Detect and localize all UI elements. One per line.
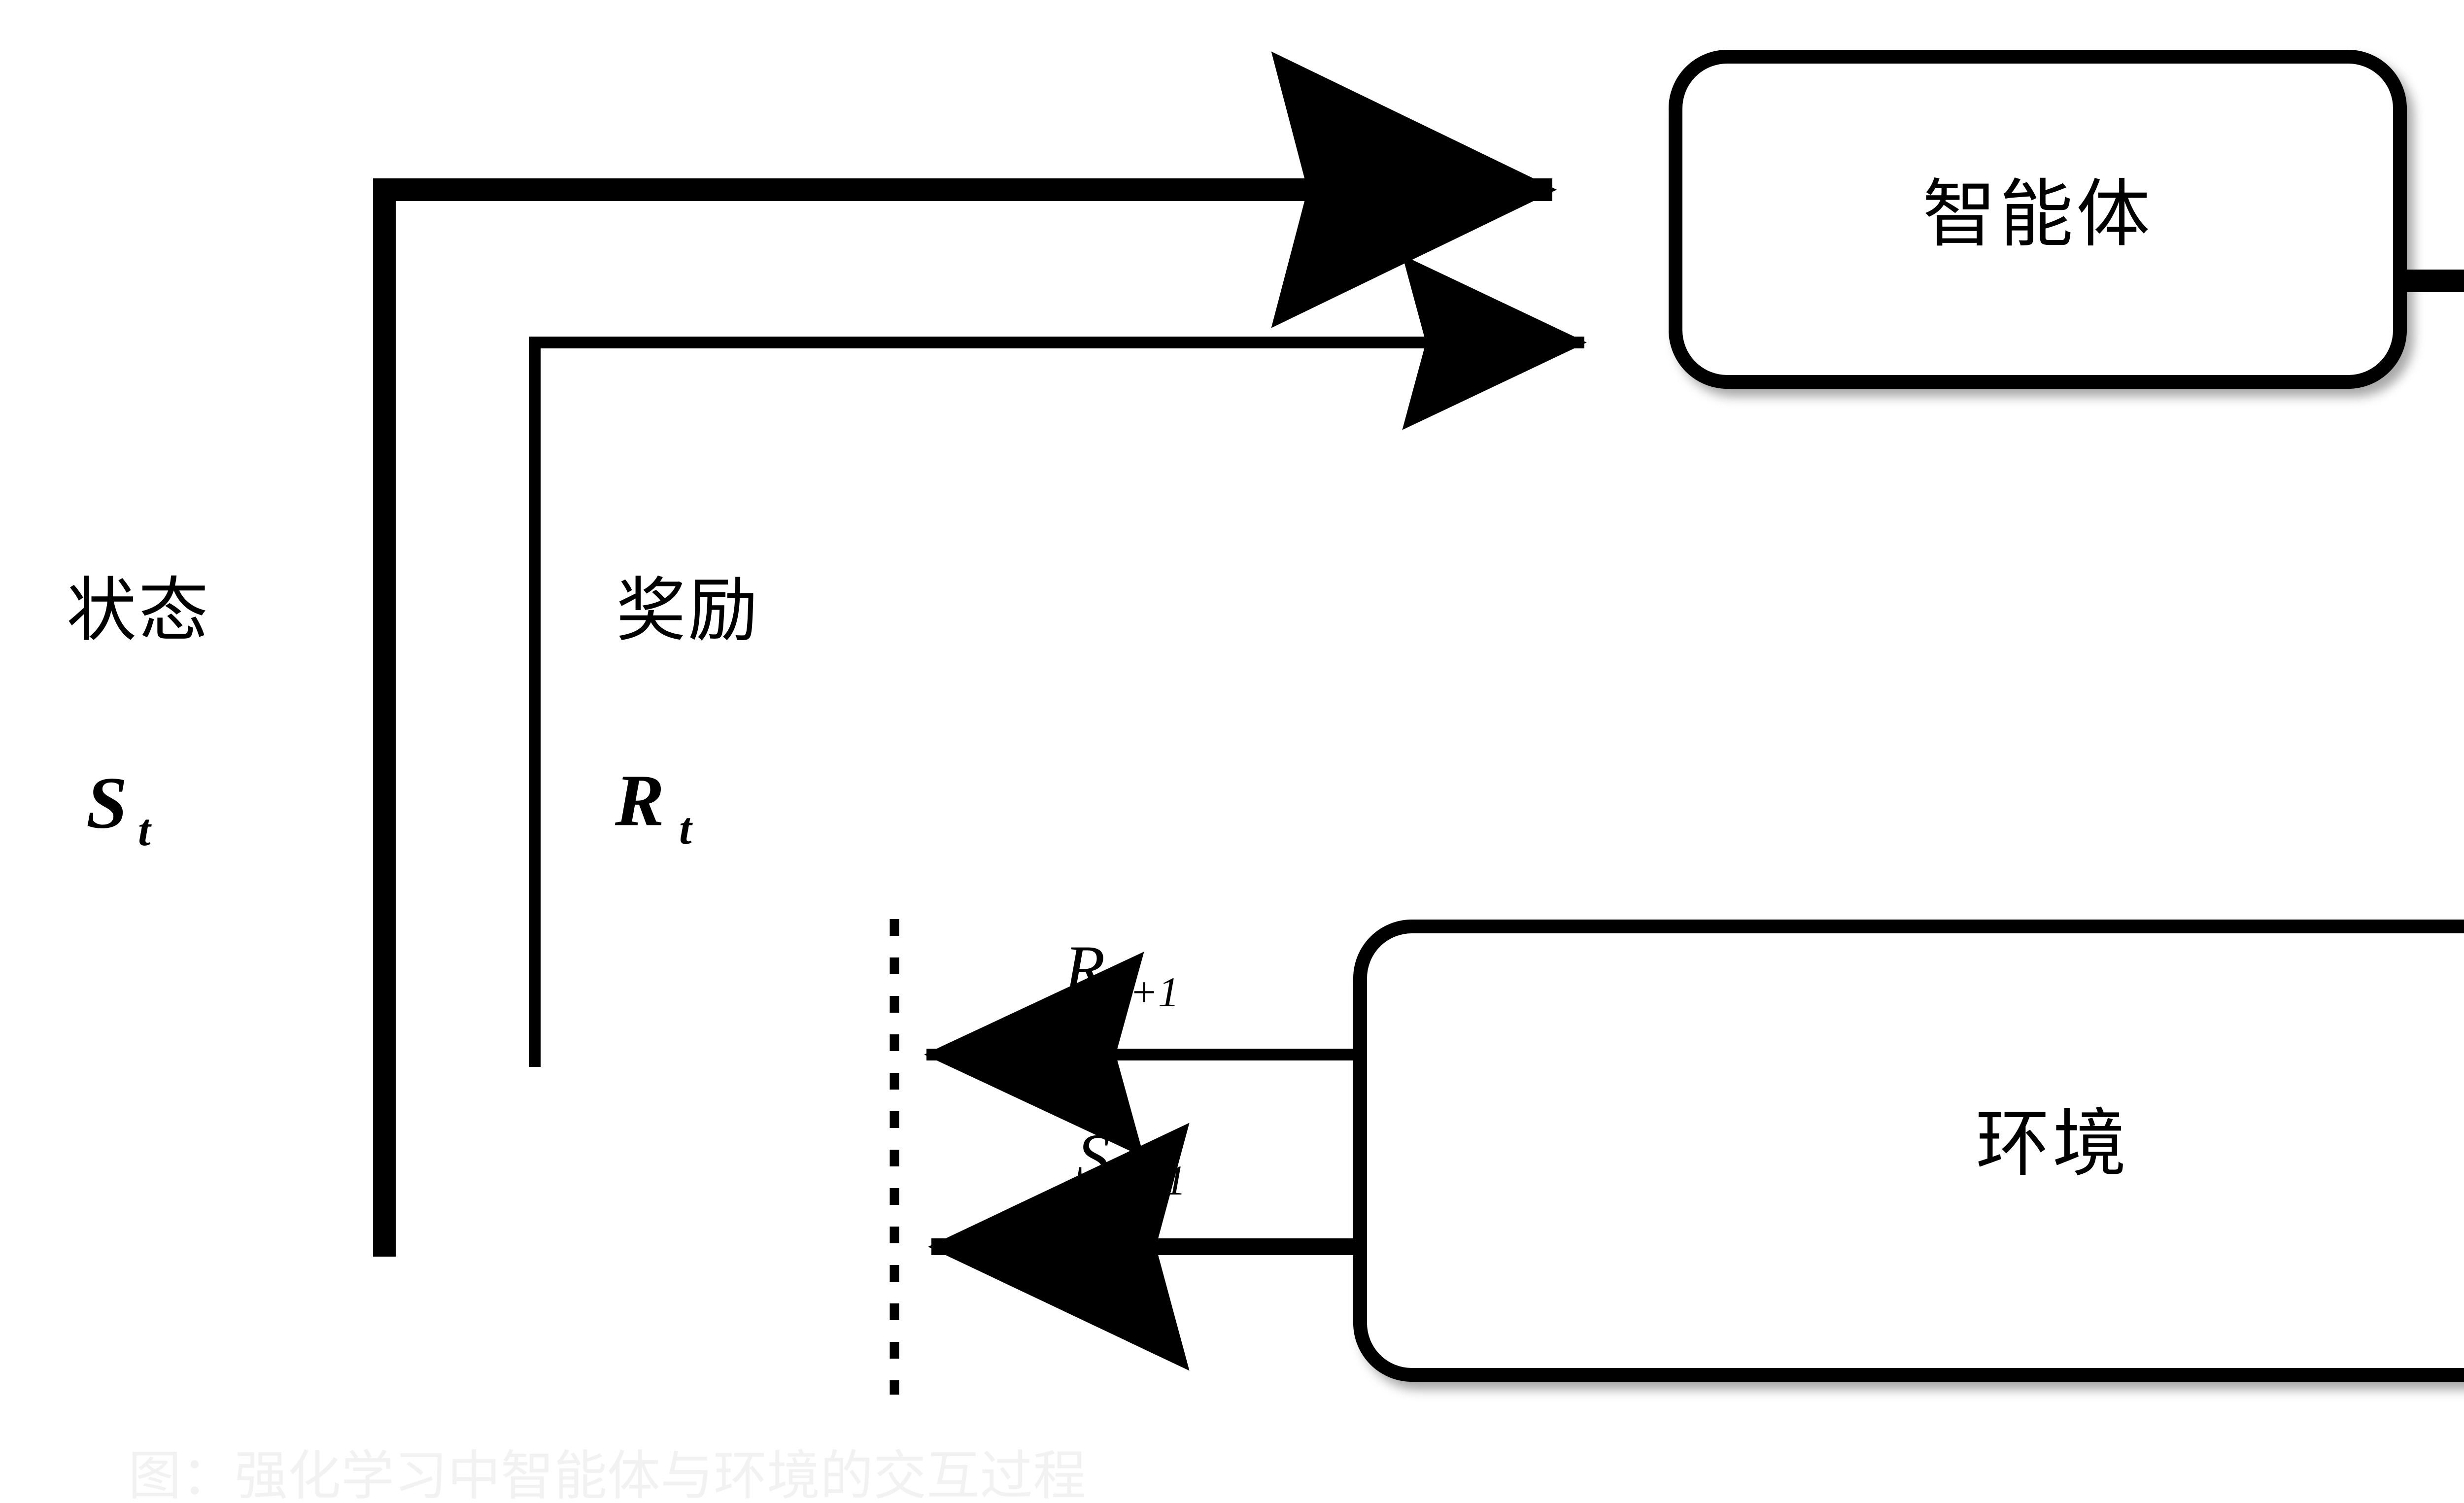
edge-state-loop bbox=[373, 51, 1557, 1257]
reward-symbol-subscript: t bbox=[679, 803, 693, 854]
reward-next-subscript: t+1 bbox=[1118, 968, 1179, 1016]
label-reward: 奖励 R t bbox=[615, 572, 760, 854]
agent-box[interactable] bbox=[1669, 50, 2407, 389]
figure-caption: 图：强化学习中智能体与环境的交互过程 bbox=[128, 1447, 1086, 1503]
reward-next-symbol: R bbox=[1064, 932, 1105, 1006]
state-next-symbol: S bbox=[1077, 1121, 1110, 1194]
agent-label: 智能体 bbox=[1922, 174, 2153, 256]
state-symbol: S bbox=[86, 762, 127, 844]
environment-label: 环境 bbox=[1976, 1103, 2129, 1185]
label-state: 状态 S t bbox=[67, 572, 210, 855]
environment-box[interactable] bbox=[1353, 920, 2464, 1382]
edge-reward-loop bbox=[529, 255, 1587, 1067]
node-environment[interactable]: 环境 bbox=[1353, 920, 2464, 1382]
label-state-next: S t+1 bbox=[1077, 1121, 1186, 1204]
state-label-text: 状态 bbox=[67, 572, 210, 650]
state-symbol-subscript: t bbox=[138, 805, 152, 855]
state-next-subscript: t+1 bbox=[1125, 1157, 1186, 1204]
reward-symbol: R bbox=[615, 759, 664, 841]
node-agent[interactable]: 智能体 bbox=[1669, 50, 2407, 389]
reward-label-text: 奖励 bbox=[616, 572, 760, 650]
label-reward-next: R t+1 bbox=[1064, 932, 1179, 1016]
